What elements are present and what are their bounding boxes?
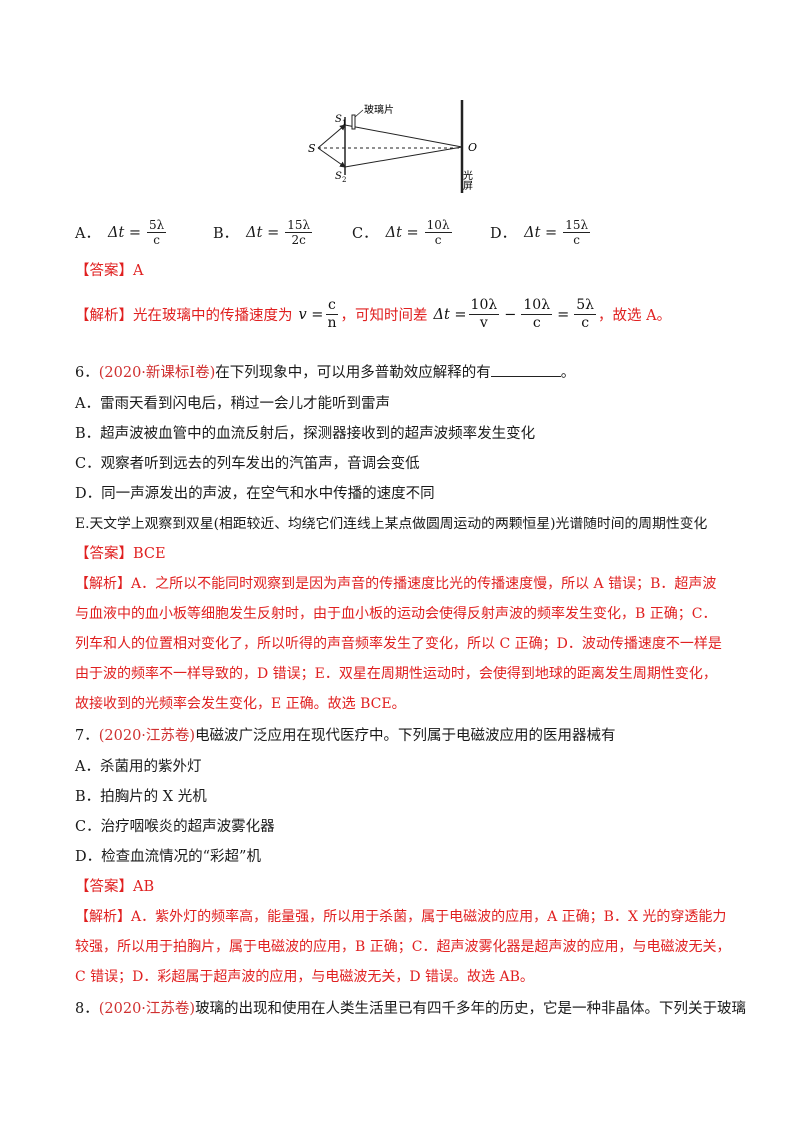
answer-blank (490, 362, 561, 377)
q6-stem: 6．(2020·新课标Ⅰ卷)在下列现象中，可以用多普勒效应解释的有。 (75, 362, 575, 384)
q6-option-c: C．观察者听到远去的列车发出的汽笛声，音调会变低 (75, 456, 420, 472)
q7-option-d: D．检查血流情况的“彩超”机 (75, 849, 261, 865)
q6-analysis-line-3: 列车和人的位置相对变化了，所以听得的声音频率发生了变化，所以 C 正确；D．波动… (75, 636, 722, 652)
q6-option-e: E.天文学上观察到双星(相距较近、均绕它们连线上某点做圆周运动的两颗恒星)光谱随… (75, 516, 708, 532)
q5-answer: 【答案】A (75, 263, 144, 279)
q7-analysis-line-3: C 错误；D．彩超属于超声波的应用，与电磁波无关，D 错误。故选 AB。 (75, 969, 534, 985)
glass-label: 玻璃片 (364, 103, 394, 116)
label-s: S (308, 142, 316, 155)
q6-option-a: A．雷雨天看到闪电后，稍过一会儿才能听到雷声 (75, 396, 390, 412)
ray-s2-o (344, 146, 463, 168)
q6-option-d: D．同一声源发出的声波，在空气和水中传播的速度不同 (75, 486, 435, 502)
q7-analysis-line-2: 较强，所以用于拍胸片，属于电磁波的应用，B 正确；C．超声波雾化器是超声波的应用… (75, 939, 731, 955)
q8-stem: 8．(2020·江苏卷)玻璃的出现和使用在人类生活里已有四千多年的历史，它是一种… (75, 1001, 747, 1017)
ray-s-s1 (317, 124, 346, 149)
q7-option-c: C．治疗咽喉炎的超声波雾化器 (75, 819, 275, 835)
double-slit-diagram: S S 1 S 2 玻璃片 O 光屏 (308, 100, 477, 193)
q7-answer: 【答案】AB (75, 879, 155, 895)
q7-analysis-line-1: 【解析】A．紫外灯的频率高，能量强，所以用于杀菌，属于电磁波的应用，A 正确；B… (75, 909, 727, 925)
q6-option-b: B．超声波被血管中的血流反射后，探测器接收到的超声波频率发生变化 (75, 426, 536, 442)
ray-s1-o (344, 124, 463, 148)
glass-plate (351, 114, 356, 130)
q7-option-b: B．拍胸片的 X 光机 (75, 789, 207, 805)
label-s1: S (335, 114, 342, 125)
q7-option-a: A．杀菌用的紫外灯 (75, 759, 202, 775)
q6-analysis-line-5: 故接收到的光频率会发生变化，E 正确。故选 BCE。 (75, 696, 406, 712)
q7-stem: 7．(2020·江苏卷)电磁波广泛应用在现代医疗中。下列属于电磁波应用的医用器械… (75, 728, 616, 744)
glass-pointer (354, 109, 364, 118)
label-s2-sub: 2 (342, 176, 346, 184)
q6-analysis-line-1: 【解析】A．之所以不能同时观察到是因为声音的传播速度比光的传播速度慢，所以 A … (75, 576, 717, 592)
screen-label: 光屏 (461, 169, 473, 191)
q6-answer: 【答案】BCE (75, 546, 166, 562)
label-s2: S (335, 171, 342, 182)
ray-s-s2 (317, 147, 346, 168)
label-o: O (468, 141, 477, 154)
q6-analysis-line-2: 与血液中的血小板等细胞发生反射时，由于血小板的运动会使得反射声波的频率发生变化，… (75, 606, 717, 622)
label-s1-sub: 1 (342, 119, 346, 127)
q6-analysis-line-4: 由于波的频率不一样导致的，D 错误；E．双星在周期性运动时，会使得到地球的距离发… (75, 666, 717, 682)
